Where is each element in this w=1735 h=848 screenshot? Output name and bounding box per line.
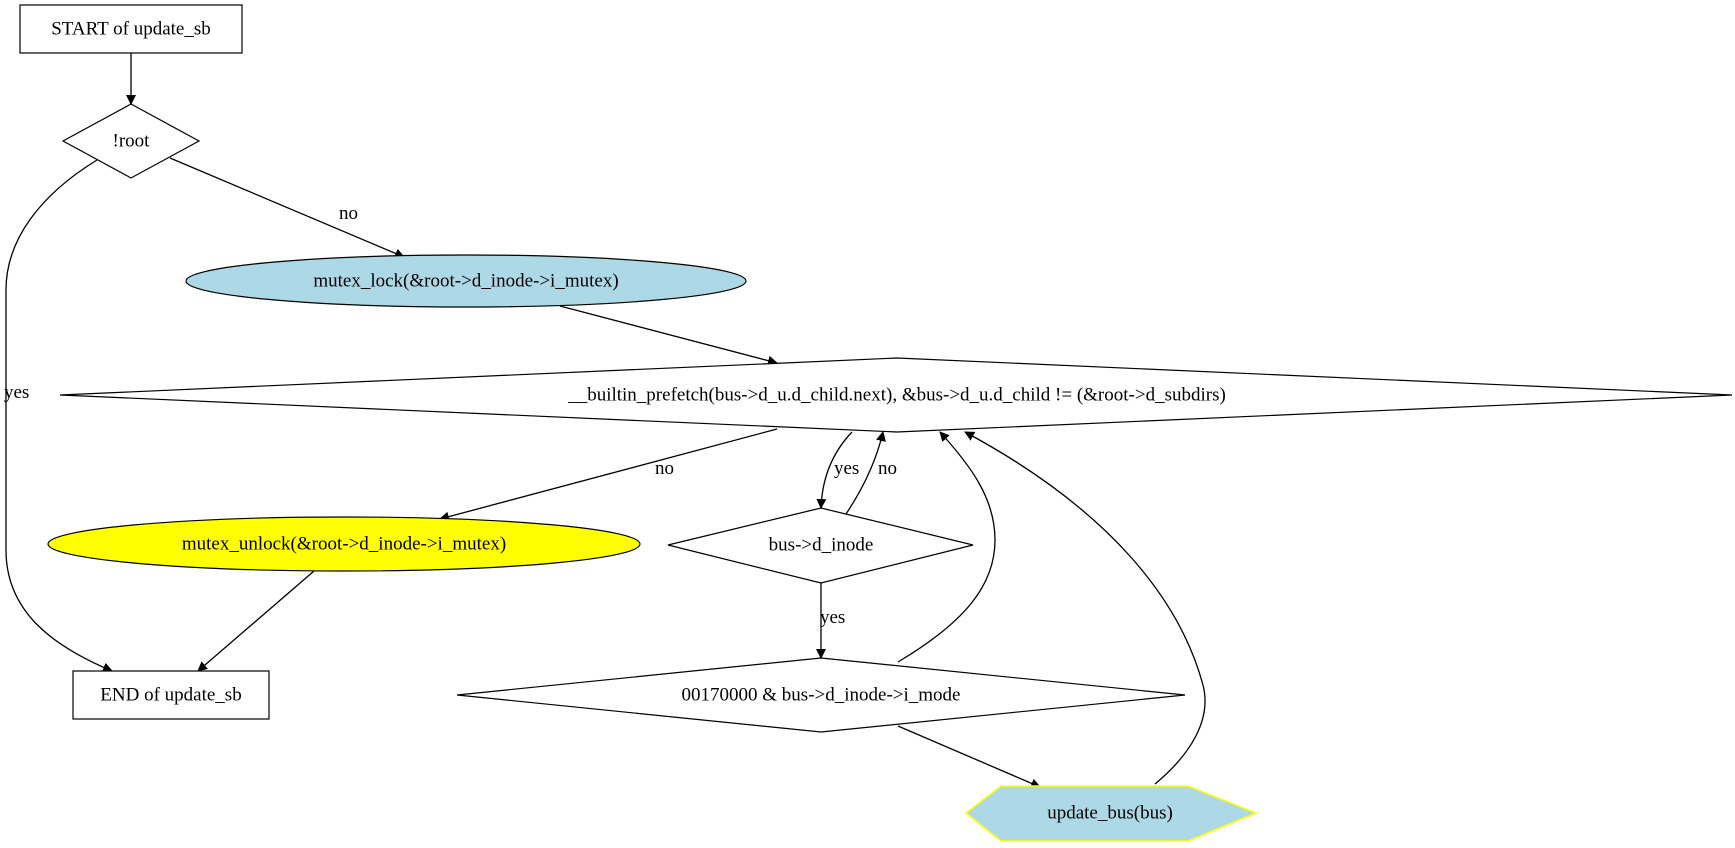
node-loop-condition: __builtin_prefetch(bus->d_u.d_child.next… <box>59 357 1733 433</box>
edge-label-inode-yes: yes <box>820 607 845 628</box>
edges: yes no no yes no yes <box>4 53 1206 789</box>
edge-label-loop-yes: yes <box>834 458 859 479</box>
node-not-root-label: !root <box>113 131 151 152</box>
node-bus-inode-label: bus->d_inode <box>769 535 874 556</box>
edge-lock-to-loop <box>559 305 778 366</box>
node-mutex-lock-label: mutex_lock(&root->d_inode->i_mutex) <box>313 271 618 292</box>
node-mutex-unlock-label: mutex_unlock(&root->d_inode->i_mutex) <box>182 534 506 555</box>
node-loop-condition-label: __builtin_prefetch(bus->d_u.d_child.next… <box>567 385 1226 406</box>
node-start-label: START of update_sb <box>51 19 211 40</box>
node-mutex-unlock: mutex_unlock(&root->d_inode->i_mutex) <box>47 516 641 572</box>
node-end: END of update_sb <box>72 670 270 720</box>
node-start: START of update_sb <box>19 4 243 54</box>
edge-update-back-to-loop <box>964 431 1206 785</box>
edge-label-loop-no: no <box>655 458 674 479</box>
edge-label-root-no: no <box>339 203 358 224</box>
edge-mode-back-to-loop <box>897 431 996 663</box>
edge-mode-to-update <box>897 725 1041 789</box>
node-not-root: !root <box>61 103 201 179</box>
node-bus-inode: bus->d_inode <box>667 507 974 584</box>
edge-label-root-yes: yes <box>4 382 29 403</box>
edge-root-no-to-lock <box>169 157 405 259</box>
node-update-bus: update_bus(bus) <box>964 785 1259 842</box>
edge-unlock-to-end <box>197 570 315 672</box>
node-mode-check-label: 00170000 & bus->d_inode->i_mode <box>682 685 961 706</box>
node-mutex-lock: mutex_lock(&root->d_inode->i_mutex) <box>185 254 747 308</box>
edge-inode-no-to-loop <box>845 431 886 515</box>
edge-root-yes-to-end <box>5 159 113 673</box>
edge-loop-yes-to-inode <box>816 431 853 509</box>
edge-label-inode-no: no <box>878 458 897 479</box>
node-end-label: END of update_sb <box>100 685 241 706</box>
node-update-bus-label: update_bus(bus) <box>1047 803 1173 824</box>
edge-loop-no-to-unlock <box>439 428 778 522</box>
node-mode-check: 00170000 & bus->d_inode->i_mode <box>456 657 1186 733</box>
